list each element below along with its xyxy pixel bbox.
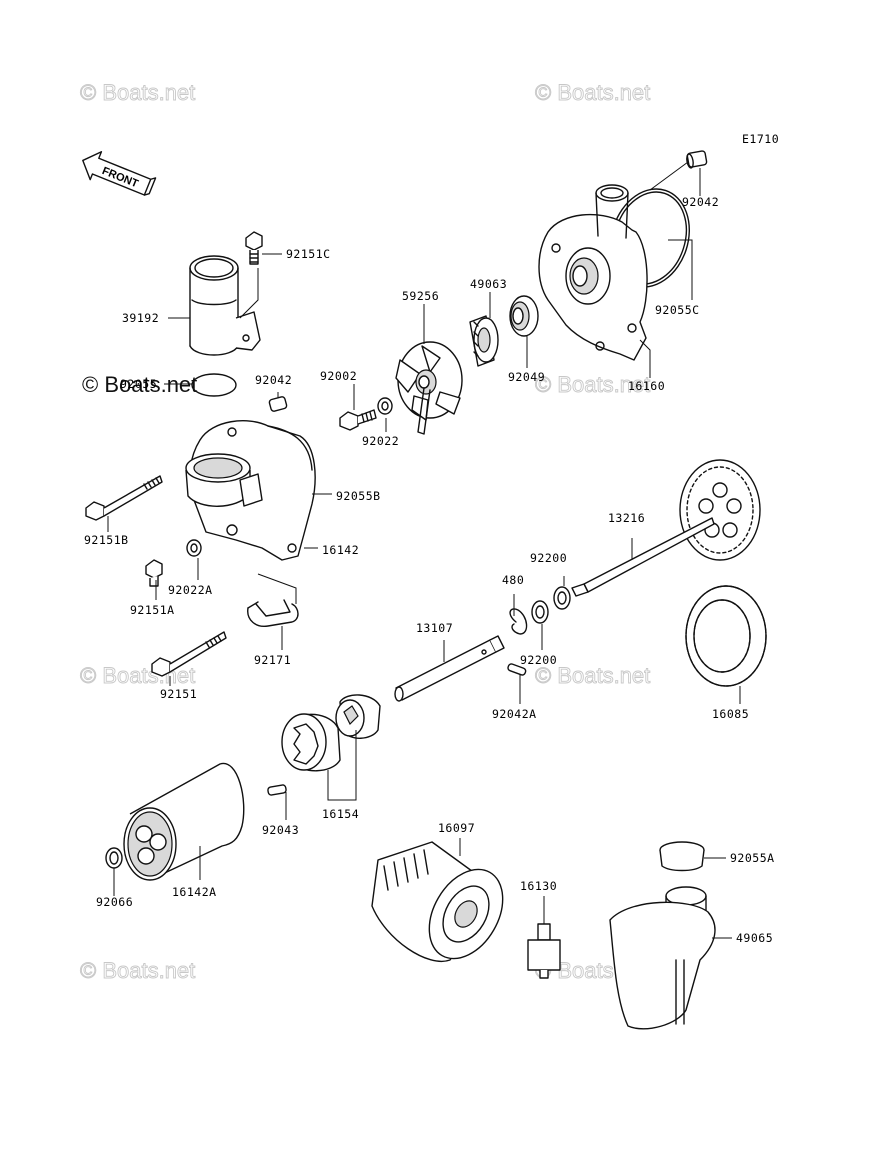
pump-body-16142 [185,420,316,561]
part-label: 49063 [470,277,507,291]
washer-92200-upper [553,586,571,610]
strainer-49065 [609,886,716,1030]
part-label: 39192 [122,311,159,325]
part-label: 59256 [402,289,439,303]
watermark: © Boats.net [535,372,650,397]
part-label: 92151B [84,533,129,547]
part-label: 13107 [416,621,453,635]
part-label: 92042 [255,373,292,387]
front-arrow-icon: FRONT [82,151,157,196]
o-ring-92066 [105,847,123,869]
watermark: © Boats.net [535,663,650,688]
part-label: 92043 [262,823,299,837]
part-label: 92042A [492,707,537,721]
watermark: © Boats.net [80,80,195,105]
part-label: 92042 [682,195,719,209]
part-label: 480 [502,573,524,587]
watermark: © Boats.net [80,958,195,983]
bolt-92151c [245,231,263,265]
part-label: 16130 [520,879,557,893]
part-label: 92055B [336,489,381,503]
part-label: 16154 [322,807,359,821]
gear-shaft-13216 [571,459,761,597]
washer-92022 [377,397,393,415]
pump-cover-16160 [538,184,648,361]
bolt-92151a [145,559,163,587]
part-label: 92022 [362,434,399,448]
gear-16085 [685,585,767,687]
washer-92200-lower [531,600,549,624]
dowel-pin-92042-top [686,150,708,169]
part-label: 16160 [628,379,665,393]
part-label: 92200 [520,653,557,667]
part-label: 92151A [130,603,175,617]
rotor-16154 [281,694,381,772]
part-label: 92171 [254,653,291,667]
watermark: © Boats.net [535,80,650,105]
o-ring-92055 [191,373,237,397]
part-label: 16142A [172,885,217,899]
part-label: 13216 [608,511,645,525]
part-label: 16085 [712,707,749,721]
leader-lines [107,161,741,939]
bolt-92151 [151,631,227,677]
hose-fitting-39192 [189,255,261,356]
impeller-59256 [395,341,463,435]
part-label: 92055A [730,851,775,865]
pin-92042a [507,663,527,676]
part-label: 16142 [322,543,359,557]
pressure-switch-16130 [527,923,561,979]
part-label: 92055C [655,303,700,317]
filter-body-16142a [123,762,245,881]
part-label: 92200 [530,551,567,565]
clamp-92171 [247,599,299,627]
part-label: 92022A [168,583,213,597]
part-label: 92151 [160,687,197,701]
bolt-92002 [339,409,377,431]
part-labels: 92042 92151C 39192 92055 92042 92002 592… [84,195,775,945]
mechanical-seal-49063 [469,315,499,367]
pin-92043 [267,784,287,796]
diagram-code: E1710 [742,132,779,146]
cap-92055a [659,841,705,872]
circlip-480 [509,608,528,635]
oil-seal-92049 [509,295,539,337]
part-label: 92066 [96,895,133,909]
part-label: 49065 [736,931,773,945]
part-label: 92055 [120,377,157,391]
shaft-13107 [394,635,505,702]
part-label: 92002 [320,369,357,383]
part-label: 92049 [508,370,545,384]
washer-92022a [186,539,202,557]
part-label: 92151C [286,247,331,261]
bolt-92151b [85,475,163,521]
dowel-pin-92042 [268,396,288,412]
part-label: 16097 [438,821,475,835]
oil-filter-16097 [371,841,504,963]
